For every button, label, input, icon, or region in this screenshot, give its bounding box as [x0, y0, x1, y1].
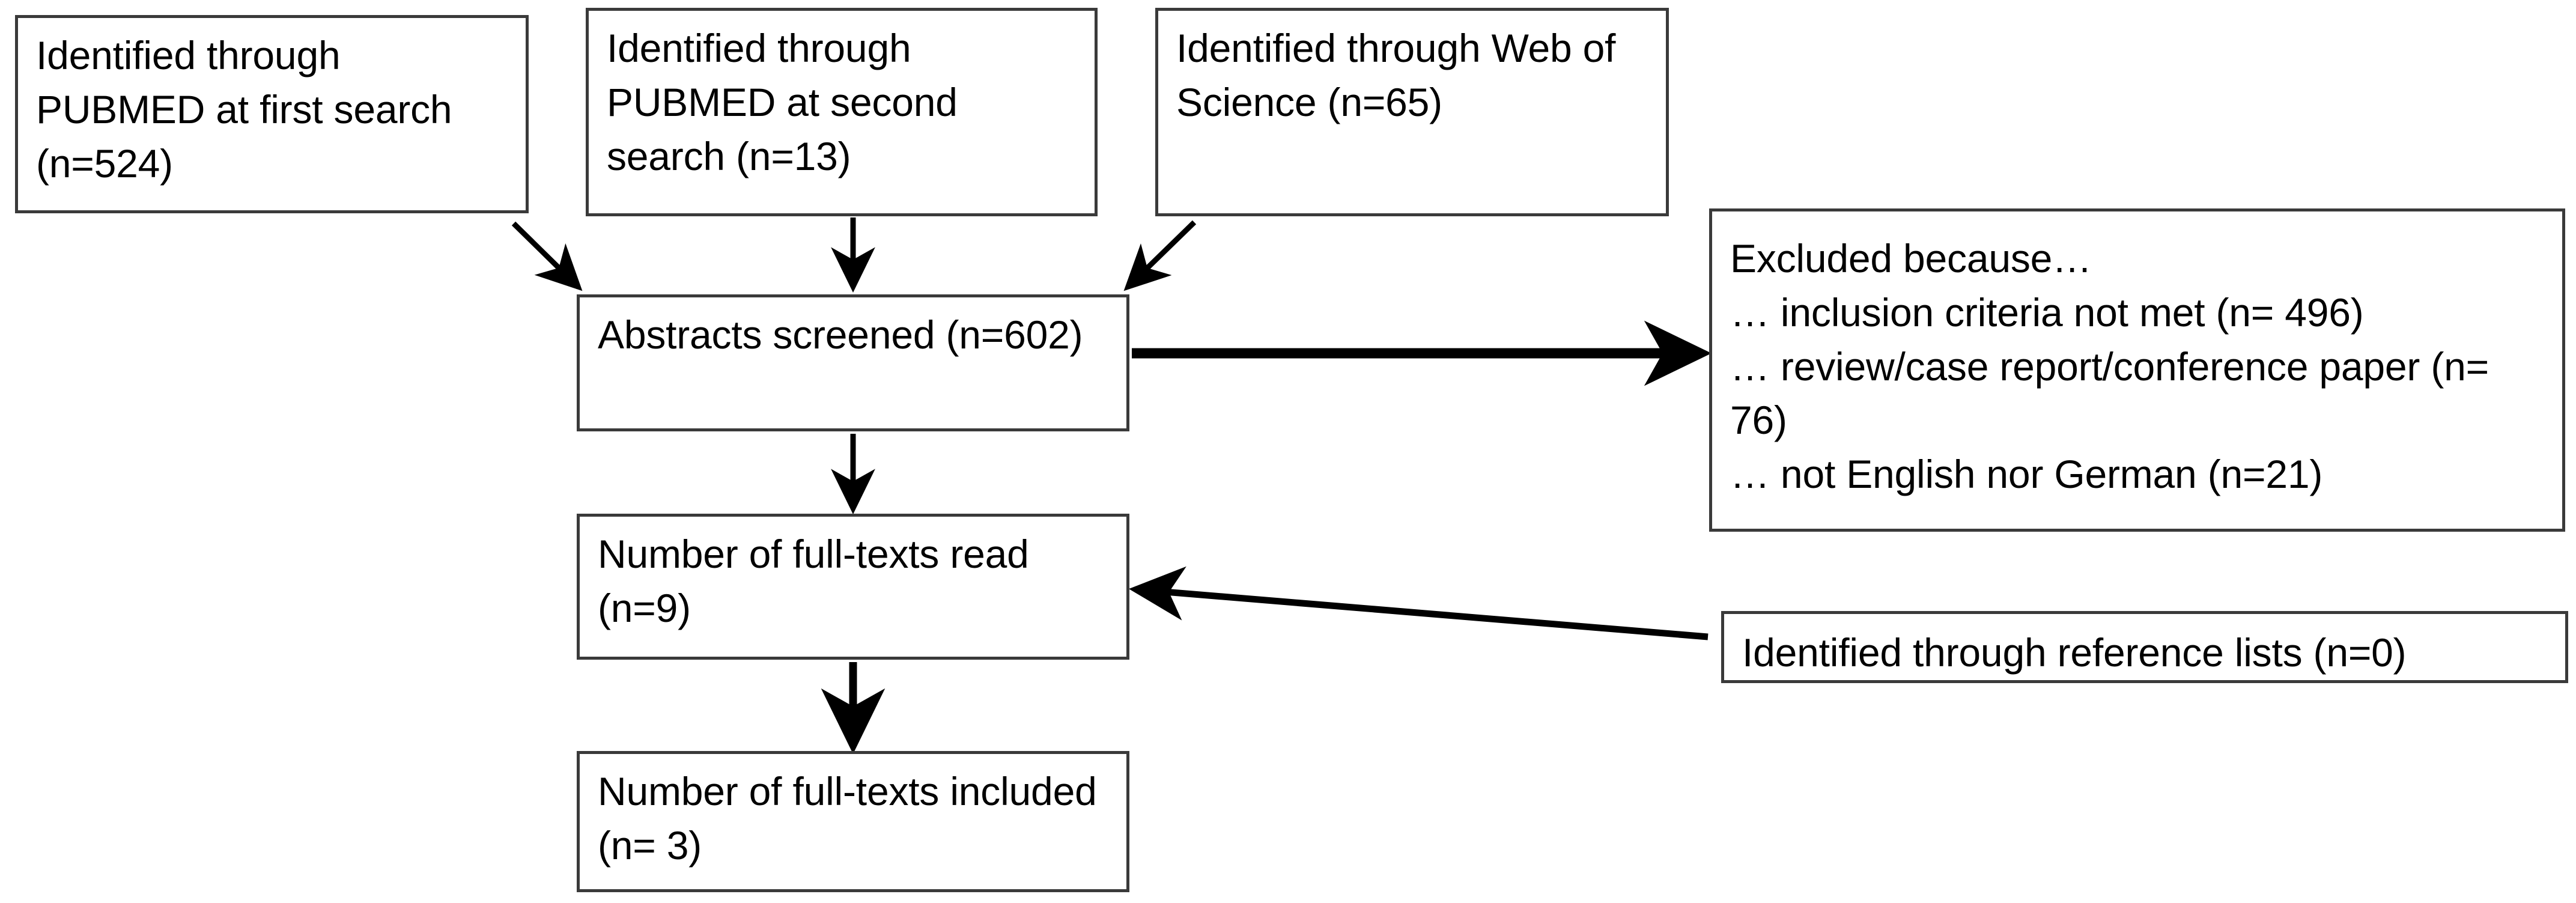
edge-web-science-to-abstracts	[1123, 220, 1197, 291]
node-number-of-fulltexts-read: Number of full-texts read (n=9)	[577, 514, 1129, 660]
node-identified-pubmed-second-search: Identified through PUBMED at second sear…	[586, 8, 1098, 216]
node-identified-pubmed-first-search: Identified through PUBMED at first searc…	[15, 15, 529, 213]
edge-reference-to-fulltexts-read	[1129, 566, 1709, 640]
edge-pubmed-first-to-abstracts	[511, 221, 583, 291]
node-identified-reference-lists: Identified through reference lists (n=0)	[1721, 611, 2568, 683]
node-identified-web-of-science: Identified through Web of Science (n=65)	[1155, 8, 1669, 216]
node-number-of-fulltexts-included: Number of full-texts included (n= 3)	[577, 751, 1129, 892]
node-excluded-reasons: Excluded because… … inclusion criteria n…	[1709, 208, 2565, 532]
node-abstracts-screened: Abstracts screened (n=602)	[577, 294, 1129, 431]
